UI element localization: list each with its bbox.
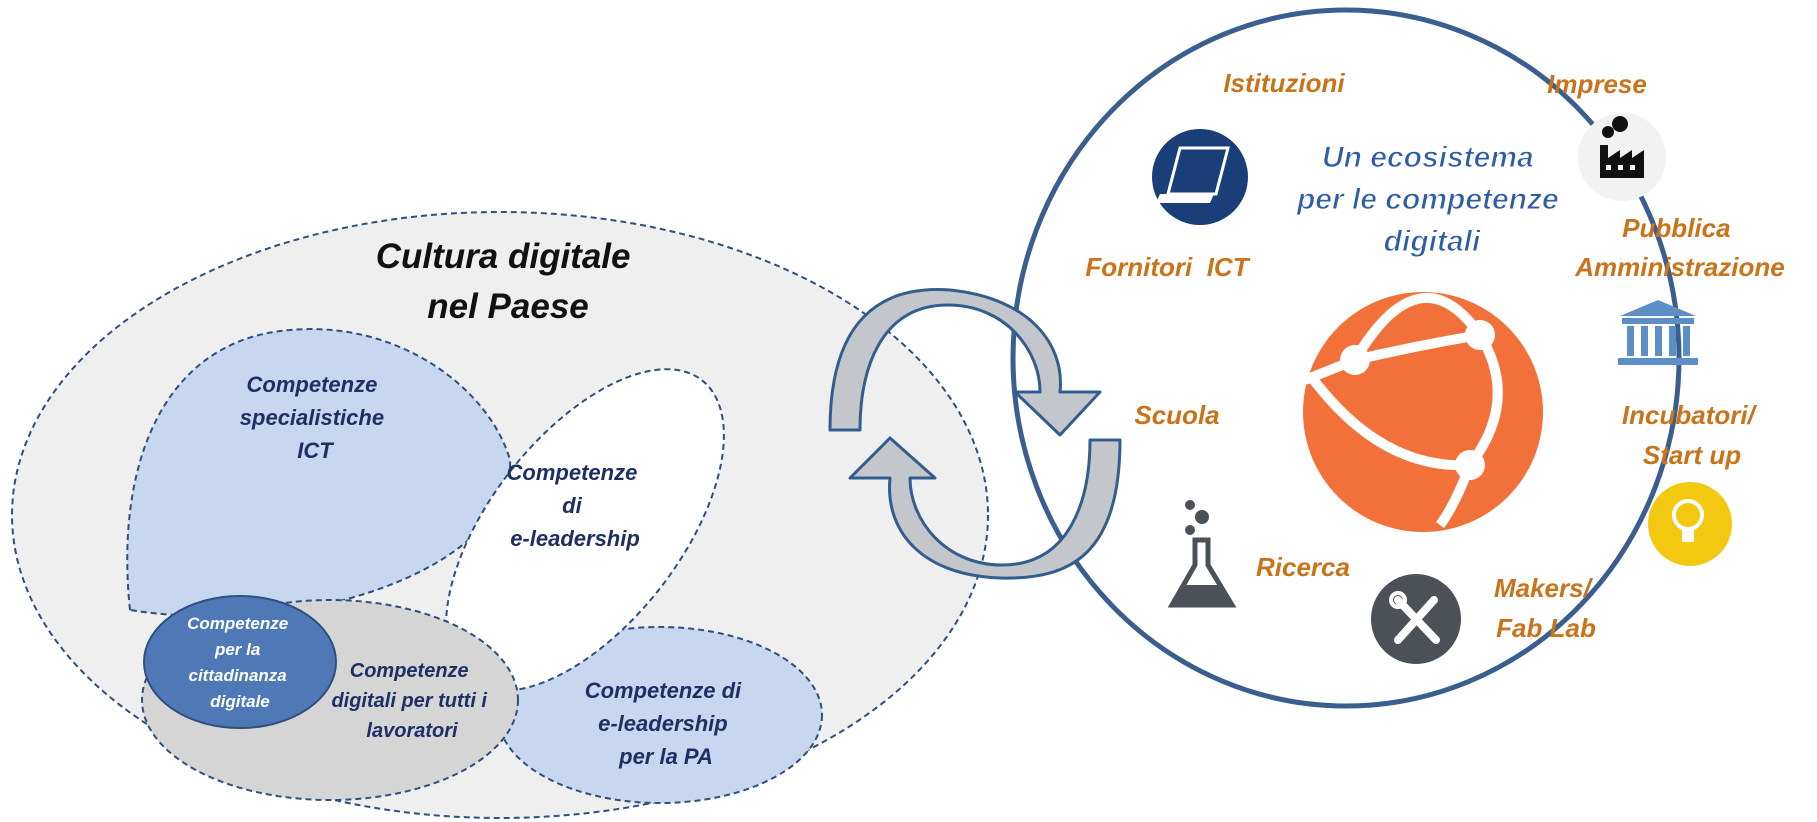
cycle-arrows-icon [828, 288, 1122, 580]
label-e-leadership: Competenze di e-leadership [507, 460, 644, 551]
laptop-icon [1152, 129, 1248, 225]
cultura-title-line-1: Cultura digitale [376, 237, 631, 276]
cultura-digitale-diagram: Cultura digitale nel Paese Competenze sp… [11, 211, 989, 819]
lightbulb-icon [1648, 482, 1732, 566]
cultura-title: Cultura digitale nel Paese [376, 237, 640, 326]
cultura-title-line-2: nel Paese [427, 287, 589, 326]
ecosistema-title: Un ecosistema per le competenze digitali [1296, 141, 1567, 258]
ecosistema-title-line-2: per le competenze [1296, 183, 1559, 216]
government-building-icon [1618, 300, 1698, 365]
factory-icon [1578, 113, 1666, 201]
label-fornitori-ict: Fornitori ICT [1085, 252, 1250, 282]
ecosistema-title-line-1: Un ecosistema [1322, 141, 1534, 174]
lab-flask-icon [1167, 500, 1237, 608]
label-cittadinanza: Competenze per la cittadinanza digitale [187, 614, 293, 711]
network-globe-icon [1303, 292, 1543, 532]
label-incubatori: Incubatori/ Start up [1622, 400, 1762, 470]
label-istituzioni: Istituzioni [1223, 68, 1345, 98]
label-pubblica-amministrazione: Pubblica Amministrazione [1574, 213, 1785, 282]
label-lavoratori: Competenze digitali per tutti i lavorato… [331, 660, 492, 742]
label-makers: Makers/ Fab Lab [1494, 573, 1598, 643]
label-specialistiche: Competenze specialistiche ICT [240, 372, 390, 463]
label-imprese: Imprese [1547, 69, 1647, 99]
ellipse-cittadinanza [143, 595, 337, 729]
label-scuola: Scuola [1134, 400, 1219, 430]
label-pa: Competenze di e-leadership per la PA [585, 678, 748, 769]
ellipse-specialistiche [126, 328, 512, 618]
cycle-arrow-top [828, 288, 1102, 437]
ellipse-e-leadership [445, 368, 725, 692]
cycle-arrow-bottom [848, 436, 1122, 580]
ecosistema-title-line-3: digitali [1384, 225, 1481, 258]
label-ricerca: Ricerca [1256, 552, 1350, 582]
tools-icon [1371, 574, 1461, 664]
ecosistema-diagram: Un ecosistema per le competenze digitali… [1010, 7, 1785, 709]
